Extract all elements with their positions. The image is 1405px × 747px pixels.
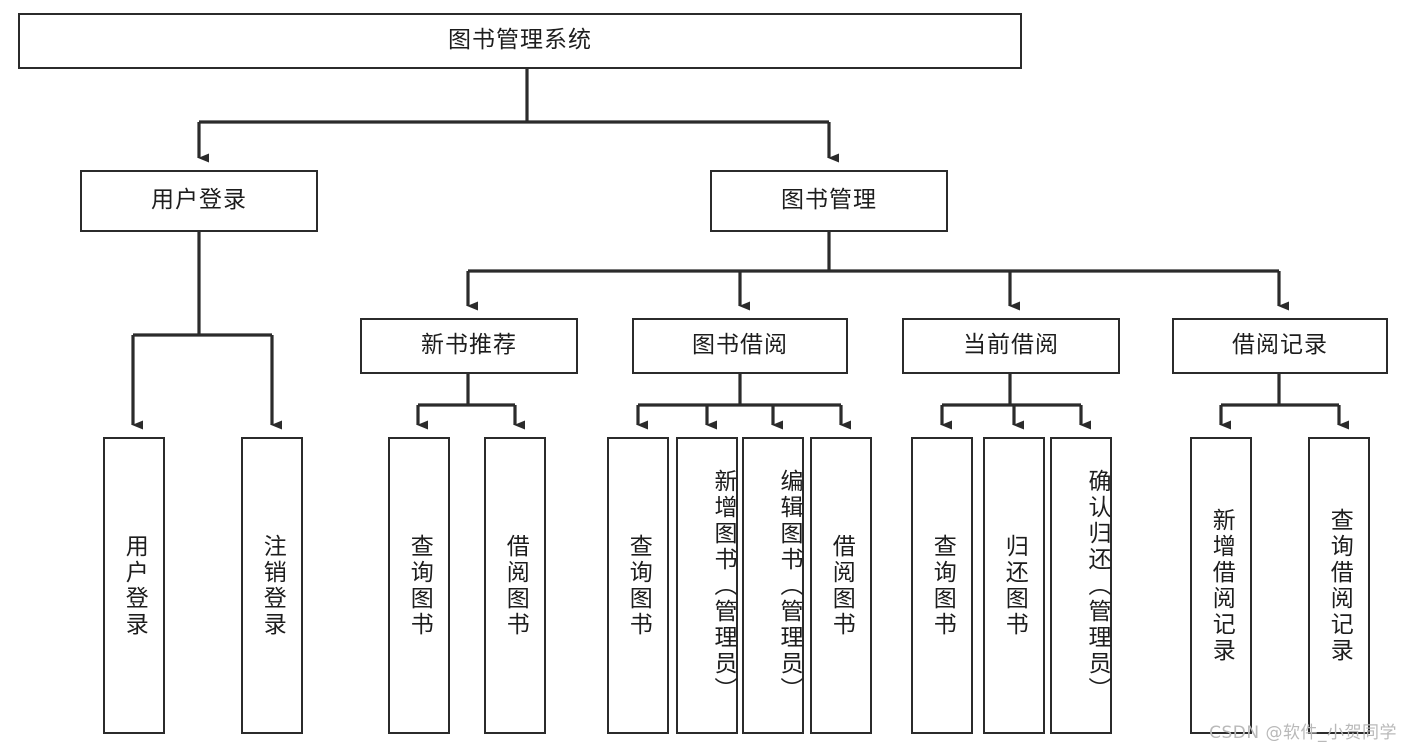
node-label: 注销登录 [259, 533, 286, 638]
node-label: 图书管理 [781, 187, 877, 214]
leaf-edit-book-admin[interactable]: 编辑图书（管理员） [742, 437, 804, 734]
leaf-query-borrow-record[interactable]: 查询借阅记录 [1308, 437, 1370, 734]
leaf-return-book[interactable]: 归还图书 [983, 437, 1045, 734]
node-label: 新书推荐 [421, 332, 517, 359]
node-label: 查询图书 [625, 533, 652, 638]
leaf-query-book-recommend[interactable]: 查询图书 [388, 437, 450, 734]
node-label: 查询图书 [929, 533, 956, 638]
leaf-query-book-current[interactable]: 查询图书 [911, 437, 973, 734]
node-label: 归还图书 [1001, 533, 1028, 638]
node-label: 图书借阅 [692, 332, 788, 359]
node-new-book-recommend[interactable]: 新书推荐 [360, 318, 578, 374]
node-label: 借阅图书 [502, 533, 529, 638]
node-label: 新增借阅记录 [1208, 507, 1235, 664]
leaf-query-book-borrow[interactable]: 查询图书 [607, 437, 669, 734]
leaf-confirm-return-admin[interactable]: 确认归还（管理员） [1050, 437, 1112, 734]
leaf-user-logout[interactable]: 注销登录 [241, 437, 303, 734]
node-label: 新增图书（管理员） [710, 468, 736, 703]
node-label: 借阅记录 [1232, 332, 1328, 359]
node-current-borrow[interactable]: 当前借阅 [902, 318, 1120, 374]
node-label: 用户登录 [151, 187, 247, 214]
node-label: 查询图书 [406, 533, 433, 638]
node-book-management[interactable]: 图书管理 [710, 170, 948, 232]
leaf-borrow-book-recommend[interactable]: 借阅图书 [484, 437, 546, 734]
leaf-user-login[interactable]: 用户登录 [103, 437, 165, 734]
node-user-login[interactable]: 用户登录 [80, 170, 318, 232]
node-label: 借阅图书 [828, 533, 855, 638]
node-label: 确认归还（管理员） [1084, 468, 1110, 703]
node-label: 编辑图书（管理员） [776, 468, 802, 703]
node-label: 当前借阅 [963, 332, 1059, 359]
node-borrow-records[interactable]: 借阅记录 [1172, 318, 1388, 374]
node-label: 用户登录 [121, 533, 148, 638]
node-label: 查询借阅记录 [1326, 507, 1353, 664]
leaf-add-borrow-record[interactable]: 新增借阅记录 [1190, 437, 1252, 734]
node-root-system[interactable]: 图书管理系统 [18, 13, 1022, 69]
leaf-borrow-book[interactable]: 借阅图书 [810, 437, 872, 734]
leaf-add-book-admin[interactable]: 新增图书（管理员） [676, 437, 738, 734]
node-label: 图书管理系统 [448, 27, 592, 54]
node-book-borrow[interactable]: 图书借阅 [632, 318, 848, 374]
csdn-watermark: CSDN @软件_小贺同学 [1209, 723, 1397, 743]
